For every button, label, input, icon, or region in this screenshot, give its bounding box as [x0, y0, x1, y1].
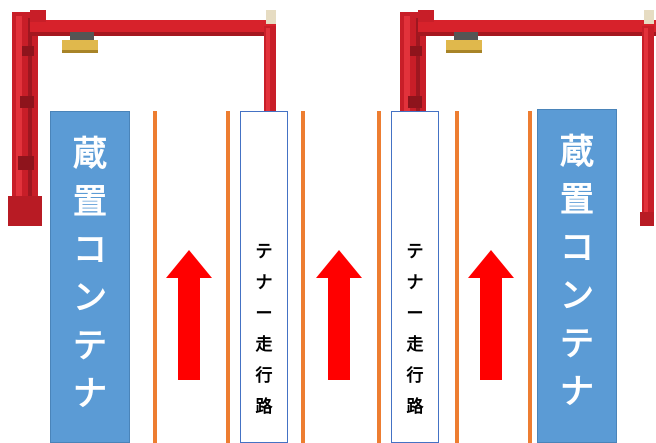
- truck-lane-left: テ ナ ー 走 行 路: [240, 111, 288, 443]
- storage-label-char: 蔵: [560, 132, 594, 172]
- lane-label-char: 路: [255, 397, 273, 417]
- lane-label-char: テ: [255, 242, 273, 262]
- lane-label-char: テ: [406, 242, 424, 262]
- up-arrow-icon: [316, 250, 362, 380]
- lane-label-char: 走: [255, 335, 273, 355]
- truck-lane-right: テ ナ ー 走 行 路: [391, 111, 439, 443]
- up-arrow-icon: [166, 250, 212, 380]
- storage-label-char: ナ: [73, 374, 107, 414]
- storage-label-char: コ: [73, 230, 107, 270]
- lane-line: [226, 111, 230, 443]
- storage-label-char: テ: [73, 326, 107, 366]
- storage-container-left: 蔵 置 コ ン テ ナ: [50, 111, 130, 443]
- lane-line: [377, 111, 381, 443]
- up-arrow-icon: [468, 250, 514, 380]
- lane-label-char: ー: [406, 304, 424, 324]
- lane-line: [528, 111, 532, 443]
- lane-label-char: 行: [255, 366, 273, 386]
- storage-label-char: ナ: [560, 372, 594, 412]
- storage-container-right: 蔵 置 コ ン テ ナ: [537, 109, 617, 443]
- storage-label-char: 蔵: [73, 134, 107, 174]
- lane-label-char: 路: [406, 397, 424, 417]
- lane-label-char: ナ: [406, 273, 424, 293]
- storage-label-char: ン: [73, 278, 107, 318]
- lane-label-char: ナ: [255, 273, 273, 293]
- lane-line: [153, 111, 157, 443]
- storage-label-char: テ: [560, 324, 594, 364]
- storage-label-char: ン: [560, 276, 594, 316]
- lane-line: [455, 111, 459, 443]
- lane-line: [301, 111, 305, 443]
- lane-label-char: 走: [406, 335, 424, 355]
- storage-label-char: 置: [560, 180, 594, 220]
- lane-label-char: 行: [406, 366, 424, 386]
- lane-label-char: ー: [255, 304, 273, 324]
- storage-label-char: 置: [73, 182, 107, 222]
- storage-label-char: コ: [560, 228, 594, 268]
